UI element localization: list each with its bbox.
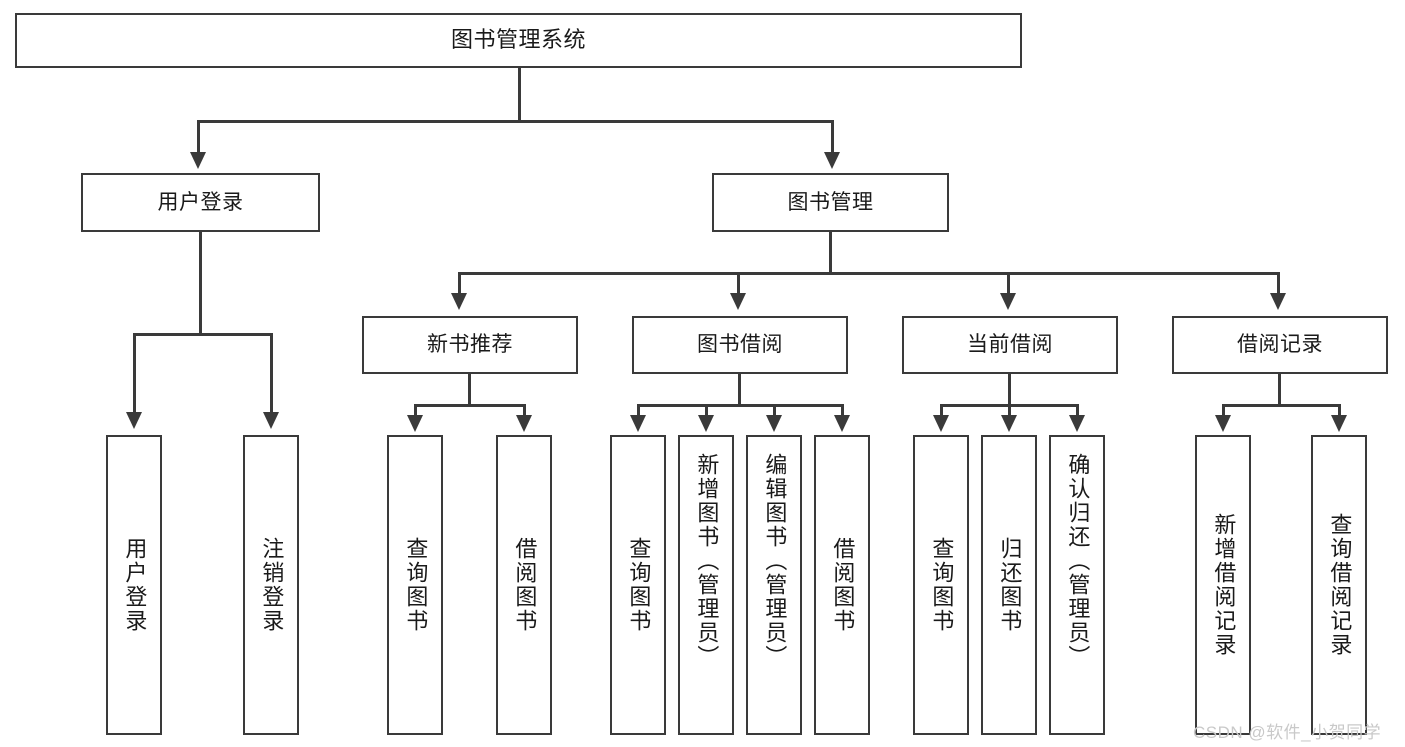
connector-drop-leaf-cb-3 [1076, 404, 1079, 416]
arrowhead-leaf-bb-1 [630, 415, 646, 432]
node-label: 注销登录 [259, 537, 285, 633]
node-label: 新增借阅记录 [1211, 513, 1237, 657]
connector-book-manage-stem [829, 232, 832, 274]
connector-borrow-record-bus [1222, 404, 1341, 407]
node-label: 借阅记录 [1237, 333, 1323, 357]
node-label: 归还图书 [997, 537, 1023, 633]
node-label: 用户登录 [122, 537, 148, 633]
arrowhead-new-book [451, 293, 467, 310]
connector-level2-bus [197, 120, 834, 123]
connector-drop-leaf-user-1 [133, 333, 136, 413]
arrowhead-current-borrow [1000, 293, 1016, 310]
leaf-edit-book-admin[interactable]: 编辑图书（管理员） [746, 435, 802, 735]
arrowhead-leaf-cb-3 [1069, 415, 1085, 432]
leaf-query-book-recommend[interactable]: 查询图书 [387, 435, 443, 735]
connector-drop-leaf-bb-3 [773, 404, 776, 416]
arrowhead-borrow-record [1270, 293, 1286, 310]
node-label: 图书管理系统 [450, 27, 586, 53]
leaf-logout[interactable]: 注销登录 [243, 435, 299, 735]
node-current-borrow[interactable]: 当前借阅 [902, 316, 1118, 374]
connector-new-book-bus [414, 404, 526, 407]
node-label: 当前借阅 [967, 333, 1053, 357]
node-label: 查询图书 [403, 537, 429, 633]
arrowhead-leaf-nb-1 [407, 415, 423, 432]
connector-drop-current-borrow [1007, 272, 1010, 294]
connector-drop-leaf-user-2 [270, 333, 273, 413]
arrowhead-book-borrow [730, 293, 746, 310]
connector-drop-borrow-record [1277, 272, 1280, 294]
arrowhead-leaf-br-2 [1331, 415, 1347, 432]
connector-book-borrow-bus [637, 404, 844, 407]
node-user-login[interactable]: 用户登录 [81, 173, 320, 232]
arrowhead-leaf-bb-3 [766, 415, 782, 432]
node-label: 图书借阅 [697, 333, 783, 357]
leaf-confirm-return-admin[interactable]: 确认归还（管理员） [1049, 435, 1105, 735]
connector-drop-leaf-nb-1 [414, 404, 417, 416]
connector-new-book-stem [468, 374, 471, 406]
connector-current-borrow-stem [1008, 374, 1011, 406]
connector-drop-leaf-bb-1 [637, 404, 640, 416]
arrowhead-book-manage [824, 152, 840, 169]
leaf-borrow-book[interactable]: 借阅图书 [814, 435, 870, 735]
connector-user-login-stem [199, 232, 202, 335]
node-label: 借阅图书 [512, 537, 538, 633]
connector-drop-book-manage [831, 120, 834, 153]
connector-level3-bus [458, 272, 1280, 275]
arrowhead-leaf-nb-2 [516, 415, 532, 432]
node-label: 确认归还（管理员） [1065, 453, 1091, 669]
node-new-book-recommend[interactable]: 新书推荐 [362, 316, 578, 374]
arrowhead-leaf-br-1 [1215, 415, 1231, 432]
node-label: 查询借阅记录 [1327, 513, 1353, 657]
connector-root-stem [518, 68, 521, 122]
connector-drop-leaf-bb-4 [841, 404, 844, 416]
csdn-watermark: CSDN @软件_小贺同学 [1193, 723, 1382, 742]
node-book-borrow[interactable]: 图书借阅 [632, 316, 848, 374]
arrowhead-leaf-user-2 [263, 412, 279, 429]
node-label: 借阅图书 [830, 537, 856, 633]
arrowhead-leaf-cb-1 [933, 415, 949, 432]
connector-drop-leaf-br-1 [1222, 404, 1225, 416]
leaf-add-book-admin[interactable]: 新增图书（管理员） [678, 435, 734, 735]
leaf-return-book[interactable]: 归还图书 [981, 435, 1037, 735]
node-label: 图书管理 [787, 190, 874, 214]
connector-drop-leaf-nb-2 [523, 404, 526, 416]
node-label: 查询图书 [929, 537, 955, 633]
connector-drop-book-borrow [737, 272, 740, 294]
leaf-query-book-borrow[interactable]: 查询图书 [610, 435, 666, 735]
connector-drop-leaf-br-2 [1338, 404, 1341, 416]
node-root-system[interactable]: 图书管理系统 [15, 13, 1022, 68]
node-label: 新书推荐 [427, 333, 513, 357]
arrowhead-leaf-bb-4 [834, 415, 850, 432]
arrowhead-leaf-cb-2 [1001, 415, 1017, 432]
leaf-query-book-current[interactable]: 查询图书 [913, 435, 969, 735]
node-label: 查询图书 [626, 537, 652, 633]
connector-book-borrow-stem [738, 374, 741, 406]
node-label: 用户登录 [157, 190, 244, 214]
arrowhead-leaf-bb-2 [698, 415, 714, 432]
arrowhead-leaf-user-1 [126, 412, 142, 429]
connector-drop-user-login [197, 120, 200, 153]
connector-user-login-bus [133, 333, 273, 336]
leaf-borrow-book-recommend[interactable]: 借阅图书 [496, 435, 552, 735]
node-book-management[interactable]: 图书管理 [712, 173, 949, 232]
arrowhead-user-login [190, 152, 206, 169]
connector-drop-leaf-cb-2 [1008, 404, 1011, 416]
leaf-user-login[interactable]: 用户登录 [106, 435, 162, 735]
connector-borrow-record-stem [1278, 374, 1281, 406]
leaf-query-borrow-record[interactable]: 查询借阅记录 [1311, 435, 1367, 735]
connector-drop-leaf-bb-2 [705, 404, 708, 416]
node-label: 新增图书（管理员） [694, 453, 720, 669]
connector-drop-new-book [458, 272, 461, 294]
leaf-add-borrow-record[interactable]: 新增借阅记录 [1195, 435, 1251, 735]
connector-drop-leaf-cb-1 [940, 404, 943, 416]
node-borrow-record[interactable]: 借阅记录 [1172, 316, 1388, 374]
node-label: 编辑图书（管理员） [762, 453, 788, 669]
